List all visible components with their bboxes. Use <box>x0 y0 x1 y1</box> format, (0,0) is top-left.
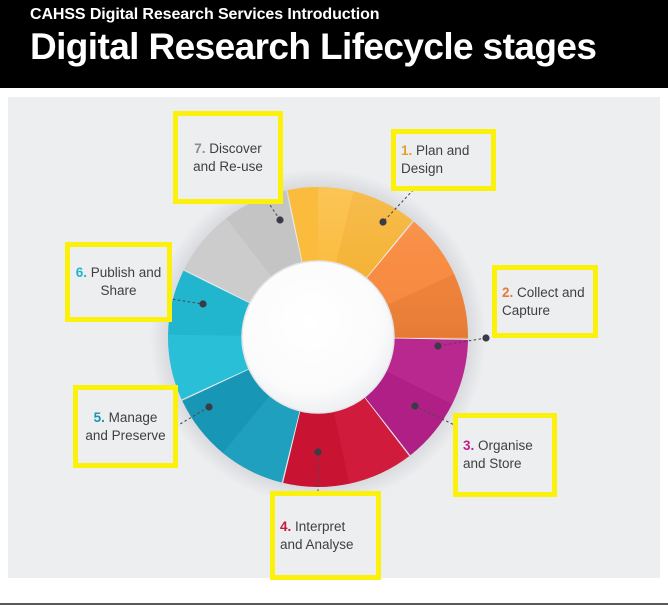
callout-stage-4-text: 4. Interpret and Analyse <box>275 518 376 554</box>
callout-stage-4-label: Interpret and Analyse <box>280 518 354 552</box>
callout-leader-dot-7-segment <box>276 216 284 224</box>
callout-stage-6-number: 6. <box>75 265 87 281</box>
callout-stage-1-text: 1. Plan and Design <box>396 142 491 178</box>
donut-segment-6-facet <box>168 334 253 400</box>
callout-stage-3-number: 3. <box>463 438 475 454</box>
callout-stage-5-label: Manage and Preserve <box>85 409 166 443</box>
slide-header: CAHSS Digital Research Services Introduc… <box>0 0 668 88</box>
lifecycle-donut-chart <box>8 97 660 578</box>
donut-sheen-overlay <box>318 187 468 337</box>
callout-leader-dot-2-segment <box>434 342 442 350</box>
callout-stage-5-number: 5. <box>93 409 105 425</box>
content-panel: 7. Discover and Re-use 1. Plan and Desig… <box>8 97 660 580</box>
callout-stage-5[interactable]: 5. Manage and Preserve <box>73 385 178 468</box>
callout-stage-7[interactable]: 7. Discover and Re-use <box>173 111 283 204</box>
callout-leader-line-5 <box>162 406 210 435</box>
donut-segment-3-facet <box>382 338 468 405</box>
callout-stage-7-text: 7. Discover and Re-use <box>178 140 278 176</box>
callout-leader-dot-1-segment <box>379 218 387 226</box>
callout-stage-1[interactable]: 1. Plan and Design <box>391 129 496 191</box>
callout-stage-6-label: Publish and Share <box>90 265 162 298</box>
callout-stage-3-label: Organise and Store <box>463 438 533 471</box>
callout-stage-3-text: 3. Organise and Store <box>458 437 552 473</box>
callout-stage-7-number: 7. <box>194 140 206 156</box>
page-title: Digital Research Lifecycle stages <box>30 26 597 67</box>
donut-segment-4-facet <box>332 394 410 484</box>
callout-stage-4-number: 4. <box>280 518 292 534</box>
donut-hole-edge <box>241 260 395 414</box>
callout-leader-dot-5-segment <box>205 403 213 411</box>
callout-leader-dot-2-label <box>482 334 490 342</box>
callout-stage-2[interactable]: 2. Collect and Capture <box>492 265 598 338</box>
callout-leader-dot-3-segment <box>411 402 419 410</box>
donut-segment-5-facet <box>222 392 301 483</box>
callout-stage-2-number: 2. <box>502 284 514 300</box>
callout-stage-6-text: 6. Publish and Share <box>70 264 167 300</box>
callout-stage-7-label: Discover and Re-use <box>193 140 263 174</box>
callout-stage-4[interactable]: 4. Interpret and Analyse <box>270 491 381 580</box>
callout-leader-dot-4-segment <box>314 448 322 456</box>
donut-center-hole <box>242 261 394 413</box>
callout-stage-3[interactable]: 3. Organise and Store <box>453 413 557 497</box>
callout-leader-line-1 <box>382 185 418 223</box>
callout-stage-2-text: 2. Collect and Capture <box>497 284 593 320</box>
callout-stage-5-text: 5. Manage and Preserve <box>78 409 173 445</box>
header-eyebrow-text: CAHSS Digital Research Services Introduc… <box>30 6 380 23</box>
callout-stage-1-number: 1. <box>401 143 413 159</box>
donut-segment-7-facet <box>184 218 274 305</box>
callout-stage-2-label: Collect and Capture <box>502 284 585 318</box>
callout-stage-1-label: Plan and Design <box>401 143 470 176</box>
callout-stage-6[interactable]: 6. Publish and Share <box>65 242 172 322</box>
donut-chart-svg <box>150 168 490 505</box>
callout-leader-dot-6-segment <box>199 300 207 308</box>
callout-leader-line-2 <box>437 337 487 347</box>
